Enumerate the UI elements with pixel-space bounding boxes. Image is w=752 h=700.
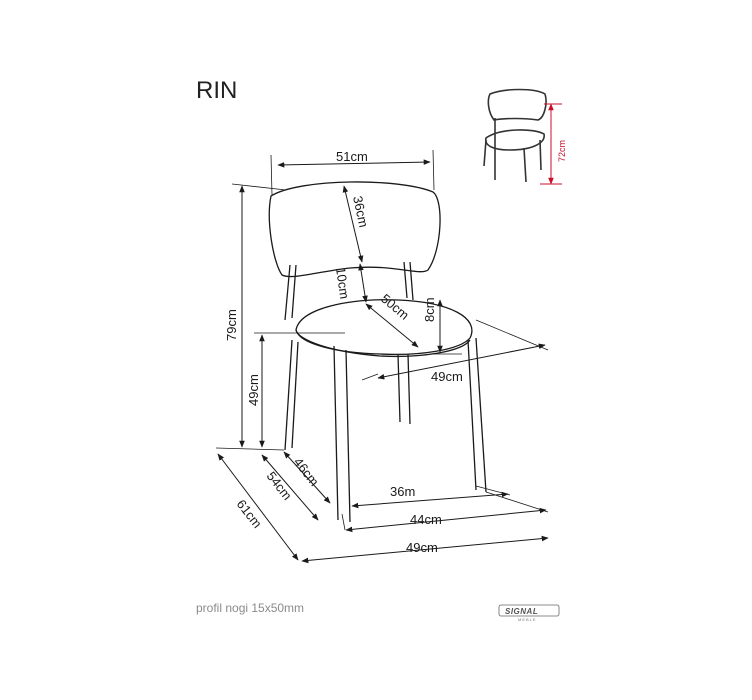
thumbnail-front-left-leg bbox=[483, 139, 487, 167]
label-gap: 10cm bbox=[333, 266, 352, 300]
thumbnail-front-right-leg bbox=[523, 147, 527, 183]
back-left-leg-edge bbox=[291, 264, 297, 319]
label-depth-54: 54cm bbox=[264, 469, 295, 503]
dim-line-base-44 bbox=[345, 507, 547, 533]
front-left-leg-edge bbox=[345, 349, 351, 523]
back-left-leg bbox=[284, 264, 291, 321]
backrest-outline bbox=[268, 181, 441, 278]
label-depth-61: 61cm bbox=[234, 497, 265, 531]
brand-subtitle: MEBLE bbox=[518, 617, 537, 622]
dim-line-front-legs bbox=[351, 491, 509, 509]
dim-line-base-49 bbox=[301, 535, 549, 564]
dim-line-seat-width bbox=[377, 343, 546, 380]
seat-edge bbox=[295, 329, 471, 358]
label-seat-thickness: 8cm bbox=[422, 297, 437, 322]
back-right-leg-edge bbox=[409, 261, 414, 301]
thumbnail-seat bbox=[485, 129, 545, 151]
rear-left-leg-lower bbox=[284, 339, 293, 451]
dim-line-back-height bbox=[342, 185, 364, 263]
label-back-width: 51cm bbox=[336, 149, 368, 164]
label-seat-width: 49cm bbox=[431, 369, 463, 384]
label-back-height: 36cm bbox=[350, 195, 371, 229]
label-base-49: 49cm bbox=[406, 540, 438, 555]
thumbnail-chair bbox=[483, 88, 547, 183]
label-front-legs: 36m bbox=[390, 484, 415, 499]
thumbnail-rear-leg bbox=[539, 139, 542, 171]
label-seat-height: 49cm bbox=[246, 374, 261, 406]
product-title: RIN bbox=[196, 77, 237, 104]
dim-line-seat-diagonal bbox=[365, 303, 419, 348]
signal-logo: SIGNAL MEBLE bbox=[498, 604, 560, 622]
dim-line-back-width bbox=[277, 159, 431, 168]
dim-line-gap bbox=[358, 263, 368, 303]
dim-line-depth-61 bbox=[217, 453, 299, 561]
thumbnail-backrest bbox=[487, 88, 547, 121]
leg-profile-note: profil nogi 15x50mm bbox=[196, 601, 304, 615]
rear-right-leg-lower-edge bbox=[407, 353, 411, 425]
extension-lines bbox=[215, 149, 549, 531]
dimension-lines bbox=[217, 159, 549, 564]
label-seat-depth: 46cm bbox=[291, 455, 322, 489]
rear-left-leg-lower-edge bbox=[291, 341, 299, 449]
back-right-leg bbox=[403, 261, 408, 299]
label-total-height: 79cm bbox=[224, 309, 239, 341]
brand-name: SIGNAL bbox=[505, 607, 538, 616]
thumbnail-height-label: 72cm bbox=[557, 140, 567, 162]
front-right-leg bbox=[467, 339, 477, 491]
front-right-leg-edge bbox=[475, 337, 487, 493]
label-base-44: 44cm bbox=[410, 512, 442, 527]
rear-right-leg-lower bbox=[397, 353, 401, 423]
front-left-leg bbox=[333, 345, 339, 521]
